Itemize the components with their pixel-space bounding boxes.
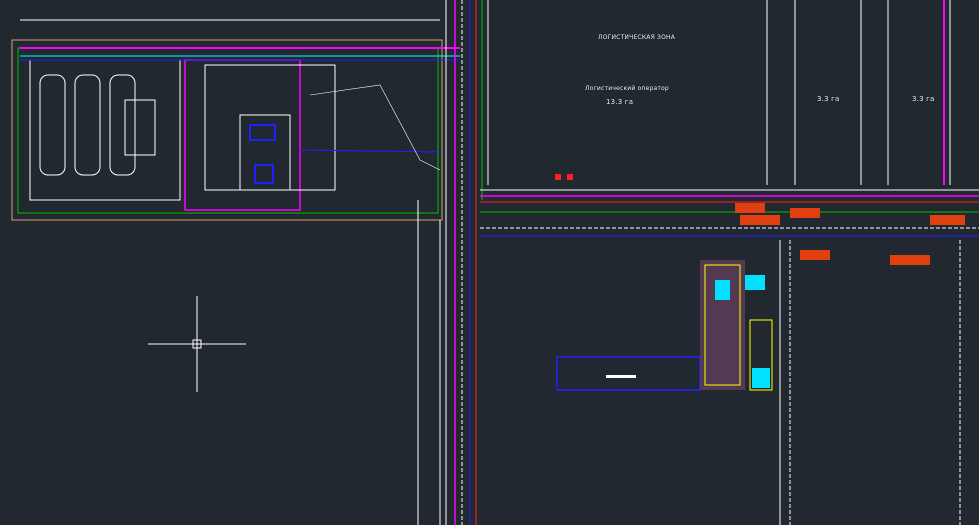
- equipment-cluster: [556, 260, 773, 391]
- annotation-blocks: [555, 174, 965, 265]
- plot-boundaries: [487, 0, 951, 185]
- crosshair-icon: [148, 296, 246, 392]
- operator-label: Логистический оператор: [585, 85, 669, 92]
- zone-title: ЛОГИСТИЧЕСКАЯ ЗОНА: [598, 34, 676, 41]
- left-facility: [11, 19, 460, 221]
- vertical-road: [417, 0, 483, 525]
- area-plot-1: 3.3 га: [817, 95, 840, 103]
- area-plot-2: 3.3 га: [912, 95, 935, 103]
- horizontal-road: [480, 189, 979, 525]
- area-main: 13.3 га: [606, 98, 634, 106]
